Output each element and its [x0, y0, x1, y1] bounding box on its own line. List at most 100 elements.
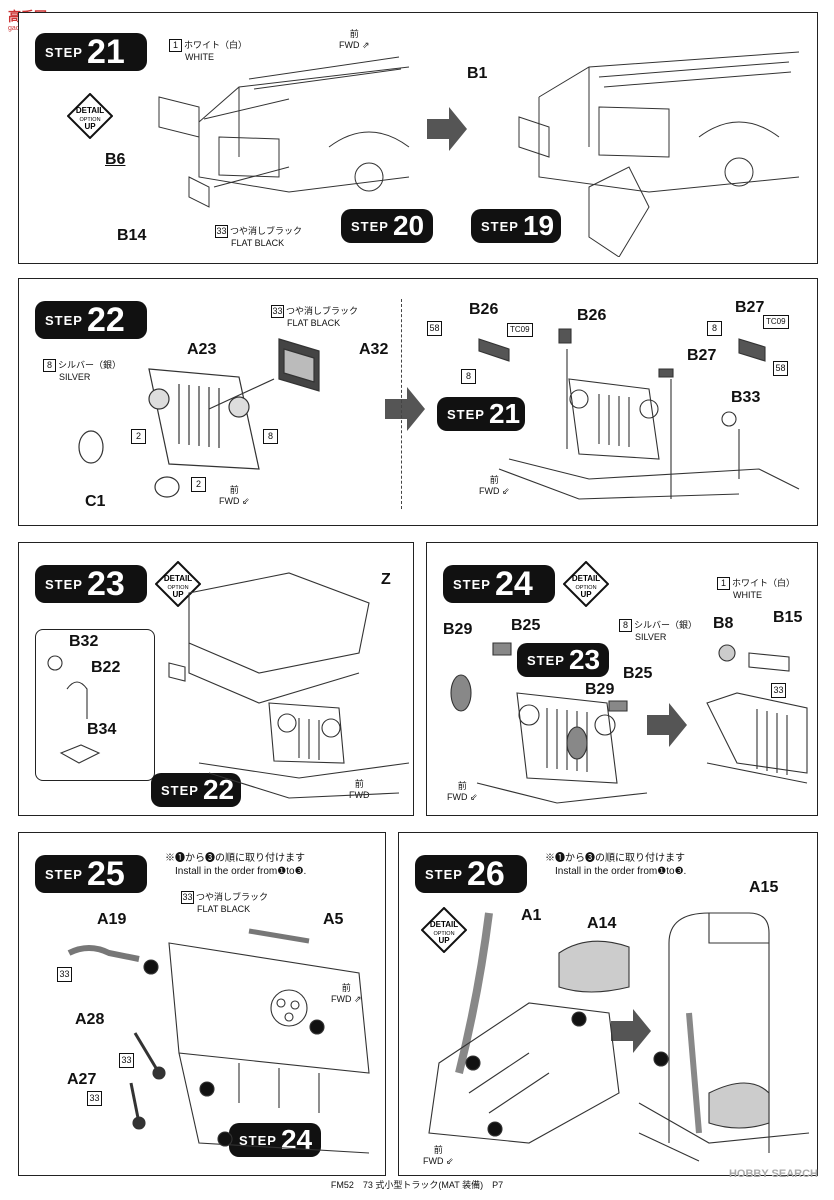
svg-text:DETAIL: DETAIL: [430, 920, 458, 929]
page-footer: FM52 73 式小型トラック(MAT 装備) P7: [330, 1180, 504, 1190]
paint-33-25b: 33: [119, 1053, 134, 1068]
part-a23-label: A23: [187, 341, 217, 358]
part-b27-label-a: B27: [735, 299, 765, 316]
paint-33-25c: 33: [87, 1091, 102, 1106]
front-body-illustration: [478, 328, 800, 500]
part-a27-label: A27: [67, 1071, 97, 1088]
paint-33-24: 33: [771, 683, 786, 698]
part-a14-label: A14: [587, 915, 617, 932]
part-a5-label: A5: [323, 911, 344, 928]
next-arrow-icon-26: [611, 1009, 651, 1053]
next-arrow-icon-22: [385, 387, 425, 431]
vehicle-rear-assembled-illustration: [518, 51, 800, 257]
bonnet-illustration: [47, 572, 409, 799]
part-b25-label-b: B25: [623, 665, 653, 682]
paint-8-d: 8: [707, 321, 722, 336]
paint-33-25a: 33: [57, 967, 72, 982]
part-b27-label-b: B27: [687, 347, 717, 364]
part-b26-label-b: B26: [577, 307, 607, 324]
divider: [401, 299, 402, 509]
grille-lights-illustration: [450, 642, 808, 804]
part-z-label: Z: [381, 571, 391, 588]
detail-inset: [35, 629, 155, 781]
part-b14-label: B14: [117, 227, 147, 244]
vehicle-rear-illustration: [158, 56, 410, 208]
part-a15-label: A15: [749, 879, 779, 896]
tc09-a: TC09: [507, 323, 533, 337]
svg-text:DETAIL: DETAIL: [572, 574, 600, 583]
part-a1-label: A1: [521, 907, 542, 924]
part-b22-label: B22: [91, 659, 121, 676]
svg-text:DETAIL: DETAIL: [164, 574, 192, 583]
part-b8-label: B8: [713, 615, 734, 632]
part-b34-label: B34: [87, 721, 117, 738]
part-b1-label: B1: [467, 65, 488, 82]
svg-text:UP: UP: [172, 590, 184, 599]
grille-illustration: [78, 338, 320, 498]
paint-58-a: 58: [427, 321, 442, 336]
svg-text:OPTION: OPTION: [433, 931, 454, 937]
part-b15-label: B15: [773, 609, 803, 626]
tc09-b: TC09: [763, 315, 789, 329]
paint-8-c: 8: [461, 369, 476, 384]
svg-text:UP: UP: [84, 122, 96, 131]
svg-text:OPTION: OPTION: [167, 585, 188, 591]
next-arrow-icon-24: [647, 703, 687, 747]
part-a32-label: A32: [359, 341, 389, 358]
part-a19-label: A19: [97, 911, 127, 928]
next-arrow-icon: [427, 107, 467, 151]
part-a28-label: A28: [75, 1011, 105, 1028]
watermark: HOBBY SEARCH: [728, 1168, 818, 1180]
svg-text:OPTION: OPTION: [575, 585, 596, 591]
svg-text:UP: UP: [438, 936, 450, 945]
part-b6-label: B6: [105, 151, 126, 168]
paint-58-b: 58: [773, 361, 788, 376]
paint-2-a: 2: [131, 429, 146, 444]
part-b29-label-a: B29: [443, 621, 473, 638]
part-c1-label: C1: [85, 493, 106, 510]
svg-text:OPTION: OPTION: [79, 117, 100, 123]
part-b29-label-b: B29: [585, 681, 615, 698]
paint-2-b: 2: [191, 477, 206, 492]
part-b32-label: B32: [69, 633, 99, 650]
part-b26-label-a: B26: [469, 301, 499, 318]
svg-text:DETAIL: DETAIL: [76, 106, 104, 115]
svg-text:UP: UP: [580, 590, 592, 599]
dashboard-illustration: [67, 928, 370, 1154]
part-b25-label-a: B25: [511, 617, 541, 634]
part-b33-label: B33: [731, 389, 761, 406]
paint-8-b: 8: [263, 429, 278, 444]
